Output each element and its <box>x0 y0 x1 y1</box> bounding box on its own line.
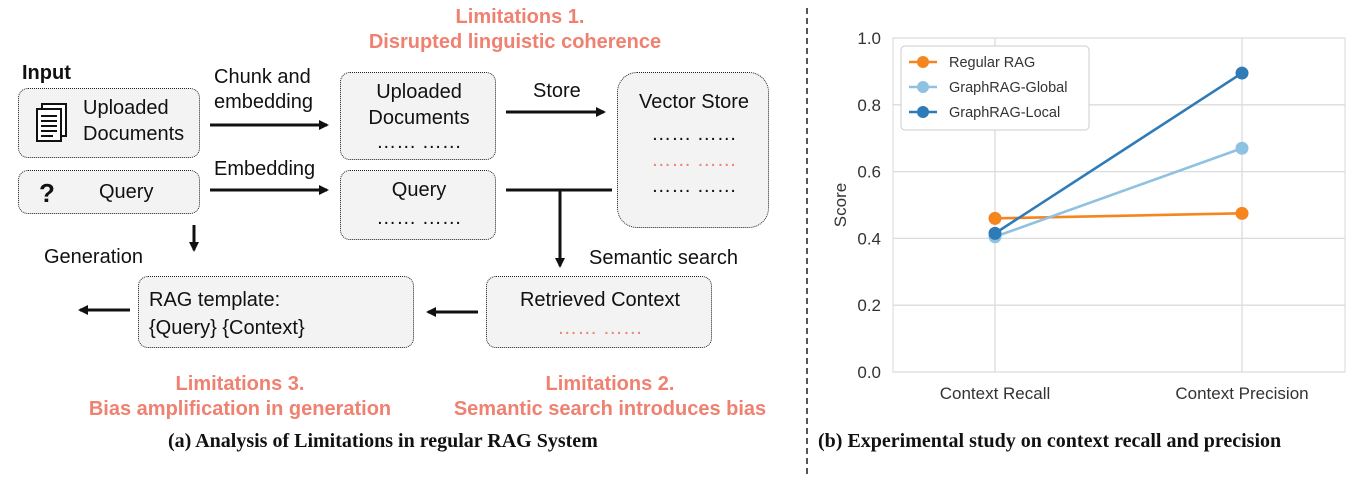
panel-divider <box>806 8 808 474</box>
y-tick-label: 0.4 <box>857 229 881 248</box>
y-tick-label: 0.6 <box>857 163 881 182</box>
retrieved-context-dots: …… …… <box>557 317 643 339</box>
data-point <box>988 226 1002 240</box>
uploaded-documents-line1: Uploaded <box>83 97 169 119</box>
y-tick-label: 0.0 <box>857 363 881 382</box>
rag-template-line1: RAG template: <box>149 289 281 311</box>
chunked-documents-line2: Documents <box>368 107 470 129</box>
chunked-documents-line1: Uploaded <box>376 81 462 103</box>
x-tick-label: Context Precision <box>1175 384 1308 403</box>
vector-store-row2: …… …… <box>651 149 737 171</box>
rag-template-line2: {Query} {Context} <box>149 317 305 339</box>
limitation-3-subtitle: Bias amplification in generation <box>88 398 392 420</box>
y-axis-label: Score <box>831 183 850 227</box>
left-caption: (a) Analysis of Limitations in regular R… <box>168 430 598 452</box>
uploaded-documents-line2: Documents <box>83 123 185 145</box>
series-line <box>994 71 1243 235</box>
chunked-documents-dots: …… …… <box>376 131 462 153</box>
chunk-label-line1: Chunk and <box>214 66 311 88</box>
embedded-query-box: Query …… …… <box>340 170 496 240</box>
legend-label: GraphRAG-Local <box>949 105 1060 121</box>
document-icon <box>35 103 69 148</box>
retrieved-context-title: Retrieved Context <box>519 289 681 311</box>
data-point <box>988 211 1002 225</box>
limitation-1-subtitle: Disrupted linguistic coherence <box>368 31 662 53</box>
vector-store-box: Vector Store …… …… …… …… …… …… <box>617 72 769 228</box>
diagram-arrows <box>78 107 612 317</box>
chunk-label-line2: embedding <box>214 91 313 113</box>
store-label: Store <box>533 80 581 102</box>
series-line <box>994 146 1243 238</box>
limitation-2-title: Limitations 2. <box>545 373 675 395</box>
query-input-label: Query <box>99 181 154 203</box>
data-point <box>1235 66 1249 80</box>
data-point <box>1235 141 1249 155</box>
vector-store-row1: …… …… <box>651 123 737 145</box>
vector-store-row3: …… …… <box>651 175 737 197</box>
vector-store-title: Vector Store <box>638 91 750 113</box>
legend-label: GraphRAG-Global <box>949 80 1067 96</box>
legend-swatch-marker <box>917 81 929 93</box>
y-tick-label: 0.2 <box>857 296 881 315</box>
uploaded-documents-box: Uploaded Documents <box>18 88 200 158</box>
legend-label: Regular RAG <box>949 55 1035 71</box>
limitation-1-title: Limitations 1. <box>455 6 585 28</box>
right-caption: (b) Experimental study on context recall… <box>818 430 1282 452</box>
input-label: Input <box>22 62 71 84</box>
y-tick-label: 0.8 <box>857 96 881 115</box>
retrieved-context-box: Retrieved Context …… …… <box>486 276 712 348</box>
x-tick-label: Context Recall <box>940 384 1051 403</box>
data-point <box>1235 206 1249 220</box>
y-tick-label: 1.0 <box>857 29 881 48</box>
legend-swatch-marker <box>917 56 929 68</box>
question-icon: ? <box>39 178 55 208</box>
embedded-query-dots: …… …… <box>376 207 462 229</box>
semantic-search-label: Semantic search <box>589 247 738 269</box>
legend <box>900 45 1090 131</box>
embedding-label: Embedding <box>214 158 316 180</box>
rag-template-box: RAG template: {Query} {Context} <box>138 276 414 348</box>
series-line <box>994 212 1243 220</box>
query-input-box: ? Query <box>18 170 200 214</box>
legend-swatch-marker <box>917 106 929 118</box>
limitation-3-title: Limitations 3. <box>175 373 305 395</box>
generation-label: Generation <box>44 246 143 268</box>
limitation-2-subtitle: Semantic search introduces bias <box>453 398 767 420</box>
chunked-documents-box: Uploaded Documents …… …… <box>340 72 496 160</box>
embedded-query-label: Query <box>391 179 447 201</box>
